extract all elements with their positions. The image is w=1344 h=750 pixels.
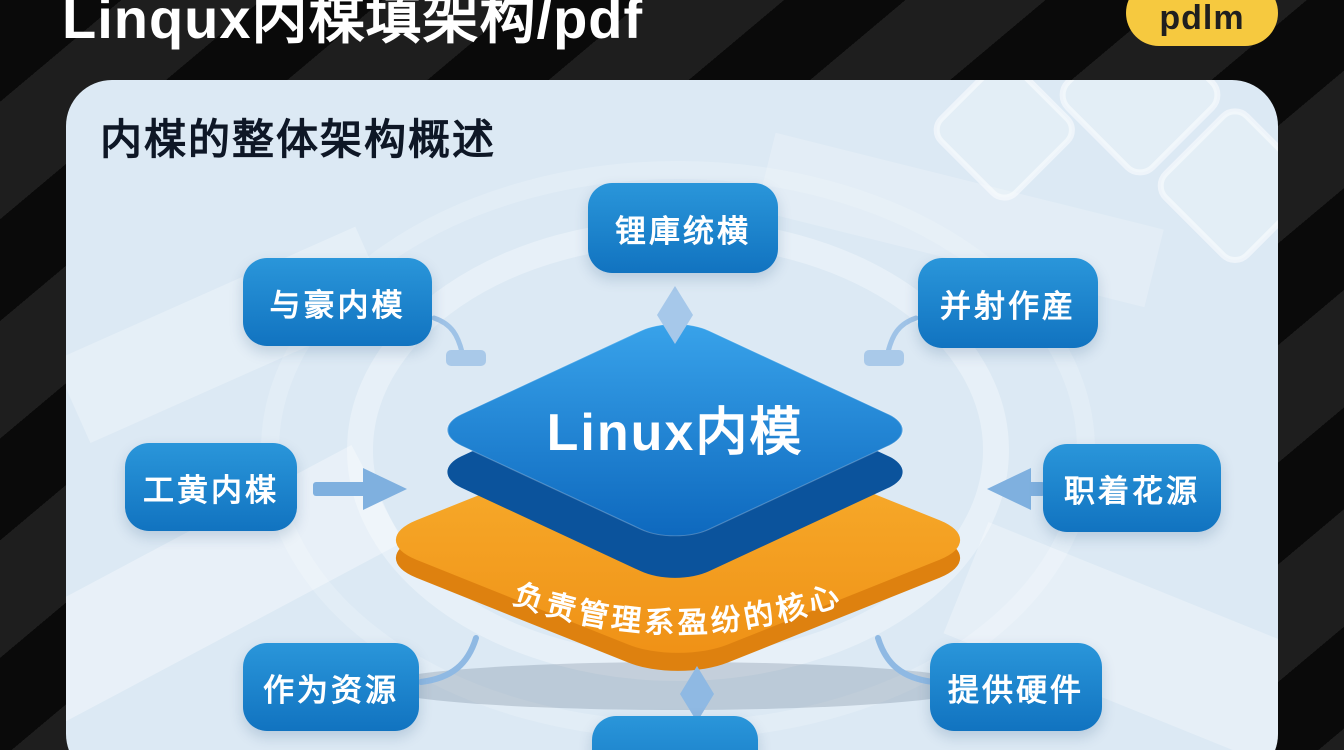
diamond-top xyxy=(446,323,904,537)
node-left-label: 工黄内楳 xyxy=(143,472,279,508)
node-right: 职着花源 xyxy=(1043,444,1221,532)
node-bottom-left-label: 作为资源 xyxy=(263,672,399,708)
connector-bottom-right xyxy=(875,635,936,685)
node-top: 锂庫统横 xyxy=(588,183,778,273)
platform-shadow xyxy=(378,662,978,710)
node-upper-left: 与豪内模 xyxy=(243,258,432,346)
node-top-label: 锂庫统横 xyxy=(615,213,751,249)
connector-bottom-left xyxy=(418,635,479,685)
node-upper-right: 并射作産 xyxy=(918,258,1098,348)
node-right-label: 职着花源 xyxy=(1064,473,1200,509)
arrow-left-icon xyxy=(363,468,407,510)
decor-diamond-1 xyxy=(933,80,1075,201)
brand-badge-label: pdlm xyxy=(1159,0,1245,37)
node-upper-right-label: 并射作産 xyxy=(940,288,1076,324)
arrow-bottom-icon xyxy=(680,666,714,722)
connector-upper-right-bar xyxy=(864,350,904,366)
node-bottom-right: 提供硬件 xyxy=(930,643,1102,731)
decor-band-bottom-right xyxy=(943,521,1278,750)
connector-upper-right xyxy=(885,315,919,355)
center-label: Linux内模 xyxy=(547,404,804,462)
connector-upper-left xyxy=(431,315,465,355)
connector-upper-left-bar xyxy=(446,350,486,366)
content-card: Linux内模 负责管理系盈纷的核心 内楳的整体架构概述 锂庫统横 xyxy=(66,80,1278,750)
decor-diamond-2 xyxy=(1059,80,1221,176)
decor-diamond-3 xyxy=(1157,108,1278,263)
brand-badge: pdlm xyxy=(1126,0,1278,46)
node-bottom-left: 作为资源 xyxy=(243,643,419,731)
node-left: 工黄内楳 xyxy=(125,443,297,531)
node-bottom-center xyxy=(592,716,758,750)
arrow-left-stem xyxy=(313,482,367,496)
diagram-canvas: Linux内模 负责管理系盈纷的核心 xyxy=(66,80,1278,750)
node-bottom-right-label: 提供硬件 xyxy=(948,672,1084,708)
arrow-top-icon xyxy=(657,286,693,344)
card-heading: 内楳的整体架构概述 xyxy=(100,116,497,163)
arrow-right-icon xyxy=(987,468,1031,510)
node-upper-left-label: 与豪内模 xyxy=(269,287,406,323)
decor-band-bottom-left xyxy=(66,444,404,744)
page-title: Linqux内楳填架构/pdf xyxy=(62,0,644,50)
